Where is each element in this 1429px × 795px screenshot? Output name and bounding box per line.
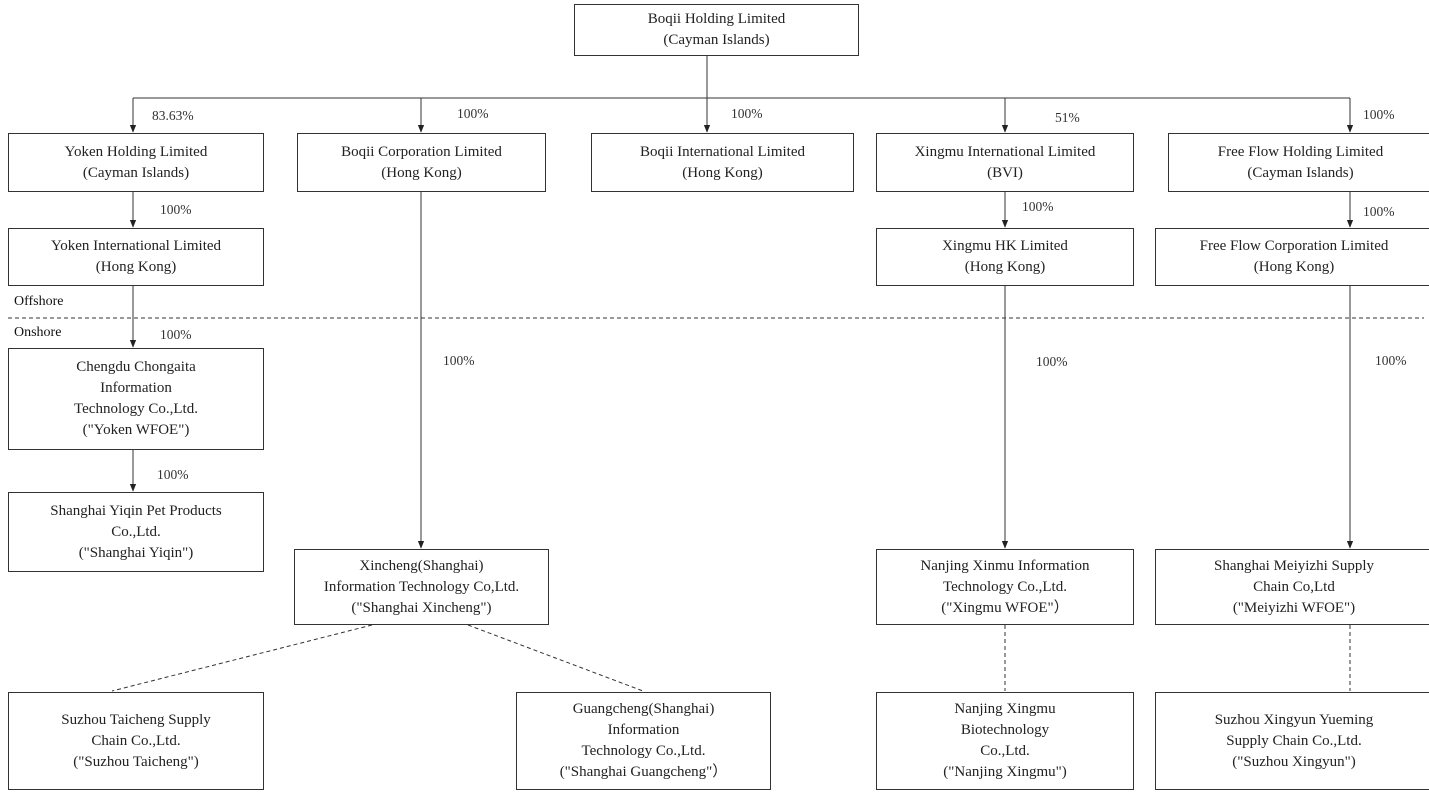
pct-freeflow-holding: 100% <box>1363 107 1395 122</box>
entity-line: ("Nanjing Xingmu") <box>943 764 1067 780</box>
entity-line: Shanghai Yiqin Pet Products <box>50 502 222 519</box>
entity-line: ("Suzhou Xingyun") <box>1232 753 1356 770</box>
pct-chengdu: 100% <box>160 327 192 342</box>
entity-jurisdiction: (Hong Kong) <box>1253 259 1335 275</box>
entity-line: Information <box>100 380 172 396</box>
entity-line: ("Suzhou Taicheng") <box>73 753 199 770</box>
entity-line: Technology Co.,Ltd. <box>74 401 198 417</box>
entity-yoken-intl: Yoken International Limited (Hong Kong) <box>8 228 264 286</box>
entity-line: Suzhou Taicheng Supply <box>61 711 211 728</box>
entity-jurisdiction: (Cayman Islands) <box>82 164 190 181</box>
pct-meiyizhi: 100% <box>1375 353 1407 368</box>
dashed-link-suzhou-taicheng <box>111 624 373 692</box>
entity-line: Chain Co.,Ltd. <box>91 732 181 749</box>
entity-boqii-intl: Boqii International Limited (Hong Kong) <box>591 133 854 192</box>
pct-yoken-holding: 83.63% <box>152 108 194 123</box>
entity-name: Free Flow Corporation Limited <box>1199 238 1389 254</box>
entity-name: Xingmu HK Limited <box>942 238 1068 254</box>
entity-line: Xincheng(Shanghai) <box>359 557 484 574</box>
pct-xingmu-hk: 100% <box>1022 199 1054 214</box>
pct-boqii-corp: 100% <box>457 106 489 121</box>
entity-yoken-holding: Yoken Holding Limited (Cayman Islands) <box>8 133 264 192</box>
pct-yoken-intl: 100% <box>160 202 192 217</box>
entity-line: Chengdu Chongaita <box>76 359 196 375</box>
pct-boqii-intl: 100% <box>731 106 763 121</box>
entity-name: Boqii Corporation Limited <box>341 143 502 160</box>
entity-jurisdiction: (BVI) <box>987 164 1023 181</box>
entity-line: Supply Chain Co.,Ltd. <box>1226 732 1362 749</box>
pct-xincheng: 100% <box>443 353 475 368</box>
zone-label-onshore: Onshore <box>14 325 62 340</box>
entity-line: Technology Co.,Ltd. <box>943 578 1067 595</box>
entity-freeflow-corp: Free Flow Corporation Limited (Hong Kong) <box>1155 228 1429 286</box>
entity-jurisdiction: (Hong Kong) <box>964 259 1046 275</box>
entity-line: Information <box>607 722 680 738</box>
entity-jurisdiction: (Cayman Islands) <box>663 32 770 48</box>
pct-xingmu-intl: 51% <box>1055 110 1080 125</box>
entity-line: ("Yoken WFOE") <box>82 422 190 438</box>
entity-line: Guangcheng(Shanghai) <box>572 701 715 717</box>
entity-line: ("Shanghai Xincheng") <box>351 599 492 616</box>
entity-boqii-corp: Boqii Corporation Limited (Hong Kong) <box>297 133 546 192</box>
entity-jurisdiction: (Hong Kong) <box>381 164 462 181</box>
entity-freeflow-holding: Free Flow Holding Limited (Cayman Islands… <box>1168 133 1429 192</box>
entity-line: ("Xingmu WFOE"） <box>941 599 1069 616</box>
entity-line: ("Meiyizhi WFOE") <box>1232 599 1356 616</box>
entity-line: ("Shanghai Guangcheng"） <box>559 764 728 780</box>
entity-name: Yoken International Limited <box>50 238 222 254</box>
entity-line: Biotechnology <box>960 722 1050 738</box>
entity-line: Technology Co.,Ltd. <box>581 743 706 759</box>
entity-line: Chain Co,Ltd <box>1253 578 1335 595</box>
entity-name: Yoken Holding Limited <box>64 143 208 160</box>
entity-jurisdiction: (Hong Kong) <box>95 259 177 275</box>
entity-line: Co.,Ltd. <box>111 523 161 540</box>
entity-line: Shanghai Meiyizhi Supply <box>1214 557 1374 574</box>
pct-shanghai-yiqin: 100% <box>157 467 189 482</box>
entity-xingmu-intl: Xingmu International Limited (BVI) <box>876 133 1134 192</box>
entity-boqii-holding: Boqii Holding Limited (Cayman Islands) <box>574 4 859 56</box>
entity-line: Nanjing Xinmu Information <box>920 557 1090 574</box>
pct-freeflow-corp: 100% <box>1363 204 1395 219</box>
entity-line: ("Shanghai Yiqin") <box>78 544 194 561</box>
dashed-link-guangcheng <box>467 624 644 692</box>
pct-nanjing-xinmu: 100% <box>1036 354 1068 369</box>
entity-line: Nanjing Xingmu <box>954 701 1056 717</box>
zone-label-offshore: Offshore <box>14 294 64 309</box>
entity-line: Suzhou Xingyun Yueming <box>1214 711 1374 728</box>
entity-jurisdiction: (Hong Kong) <box>682 164 763 181</box>
entity-line: Co.,Ltd. <box>980 743 1030 759</box>
entity-name: Xingmu International Limited <box>914 143 1096 160</box>
entity-name: Boqii Holding Limited <box>647 11 786 27</box>
entity-name: Boqii International Limited <box>640 143 805 160</box>
entity-jurisdiction: (Cayman Islands) <box>1247 164 1354 181</box>
entity-line: Information Technology Co,Ltd. <box>323 578 520 595</box>
entity-xincheng-shanghai: Xincheng(Shanghai) Information Technology… <box>294 549 549 625</box>
entity-xingmu-hk: Xingmu HK Limited (Hong Kong) <box>876 228 1134 286</box>
entity-name: Free Flow Holding Limited <box>1217 143 1384 160</box>
